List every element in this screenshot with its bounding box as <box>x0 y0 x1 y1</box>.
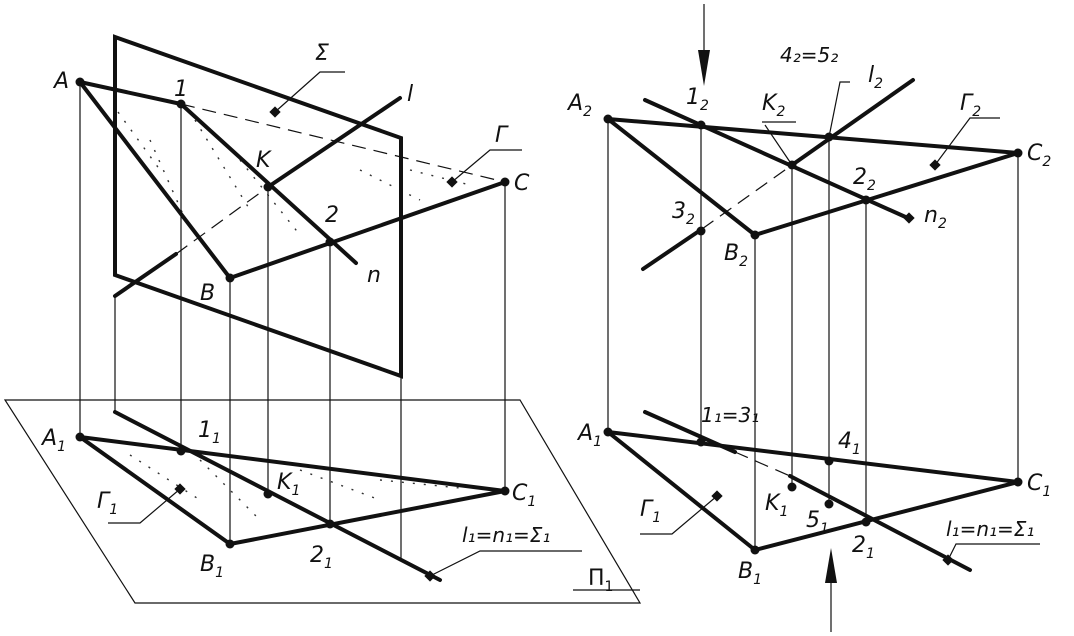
label-a2: A2 <box>566 91 592 120</box>
label-b1-right: B1 <box>738 559 762 588</box>
label-c: C <box>514 171 530 196</box>
label-pi1: Π1 <box>588 566 613 595</box>
horizontal-projection-triangle <box>78 435 507 546</box>
label-n: n <box>367 263 381 288</box>
labels-right: A2 12 K2 4₂=5₂ l2 Γ2 C2 22 n2 32 B2 A1 1… <box>566 43 1051 588</box>
label-a1: A1 <box>40 426 66 455</box>
labels-left: A 1 K 2 B C l n Σ Γ A1 11 K1 21 B1 C1 Γ1… <box>40 41 613 595</box>
label-n2: n2 <box>924 203 947 232</box>
label-1-1: 11 <box>198 418 221 447</box>
label-trace-left: l₁=n₁=Σ₁ <box>462 523 550 547</box>
projection-connectors-right <box>607 119 1019 550</box>
projection-connectors <box>79 82 506 560</box>
label-1-2: 12 <box>686 85 709 114</box>
points-right <box>603 114 1023 566</box>
line-l-upper <box>266 96 402 189</box>
label-gamma1: Γ1 <box>97 489 118 518</box>
label-2-2: 22 <box>853 165 876 194</box>
label-1-1-3-1: 1₁=3₁ <box>701 403 759 427</box>
label-2-1-right: 21 <box>852 533 875 562</box>
label-b2: B2 <box>724 241 748 270</box>
view-arrows <box>698 4 837 632</box>
label-b: B <box>200 281 215 306</box>
label-4-1: 41 <box>838 429 861 458</box>
frontal-triangle <box>606 117 1020 237</box>
trace-r-hidden <box>734 451 791 477</box>
trace-line-l1-n1 <box>113 410 442 582</box>
label-k1: K1 <box>277 470 300 499</box>
line-l2-hidden <box>701 164 793 230</box>
line-l-hidden <box>175 186 269 255</box>
label-b1: B1 <box>200 552 224 581</box>
label-k2: K2 <box>762 91 785 120</box>
left-spatial-view: A 1 K 2 B C l n Σ Γ A1 11 K1 21 B1 C1 Γ1… <box>3 34 642 604</box>
label-gamma: Γ <box>495 123 509 148</box>
leader-lines-right <box>640 81 1040 561</box>
triangle-abc <box>78 80 507 280</box>
trace-r-a <box>643 410 737 454</box>
right-projection-view: A2 12 K2 4₂=5₂ l2 Γ2 C2 22 n2 32 B2 A1 1… <box>566 4 1051 632</box>
label-c1: C1 <box>512 481 536 510</box>
label-c2: C2 <box>1027 141 1051 170</box>
label-l: l <box>407 82 413 107</box>
label-c1-right: C1 <box>1027 471 1051 500</box>
label-k: K <box>256 148 272 173</box>
trace-r-b <box>788 474 972 572</box>
label-5-1: 51 <box>806 508 829 537</box>
label-4-2-5-2: 4₂=5₂ <box>780 43 838 67</box>
line-l-lower <box>113 252 178 298</box>
line-l2-lower <box>641 227 704 271</box>
plane-pi1 <box>3 399 642 604</box>
label-k1-right: K1 <box>765 491 788 520</box>
label-2: 2 <box>325 203 339 228</box>
label-a: A <box>52 69 69 94</box>
label-gamma1-right: Γ1 <box>640 497 661 526</box>
triangle-hatching <box>117 111 471 521</box>
horizontal-triangle <box>606 430 1020 552</box>
label-gamma2: Γ2 <box>960 91 981 120</box>
leader-lines <box>108 71 640 591</box>
label-l2: l2 <box>868 63 883 92</box>
label-3-2: 32 <box>672 199 695 228</box>
points-left <box>75 77 510 582</box>
label-sigma: Σ <box>315 41 329 66</box>
plane-sigma <box>113 34 403 379</box>
line-l2-upper <box>790 78 915 167</box>
label-a1-right: A1 <box>576 421 602 450</box>
label-trace-right: l₁=n₁=Σ₁ <box>946 517 1034 541</box>
label-1: 1 <box>174 77 188 102</box>
label-2-1: 21 <box>310 543 333 572</box>
